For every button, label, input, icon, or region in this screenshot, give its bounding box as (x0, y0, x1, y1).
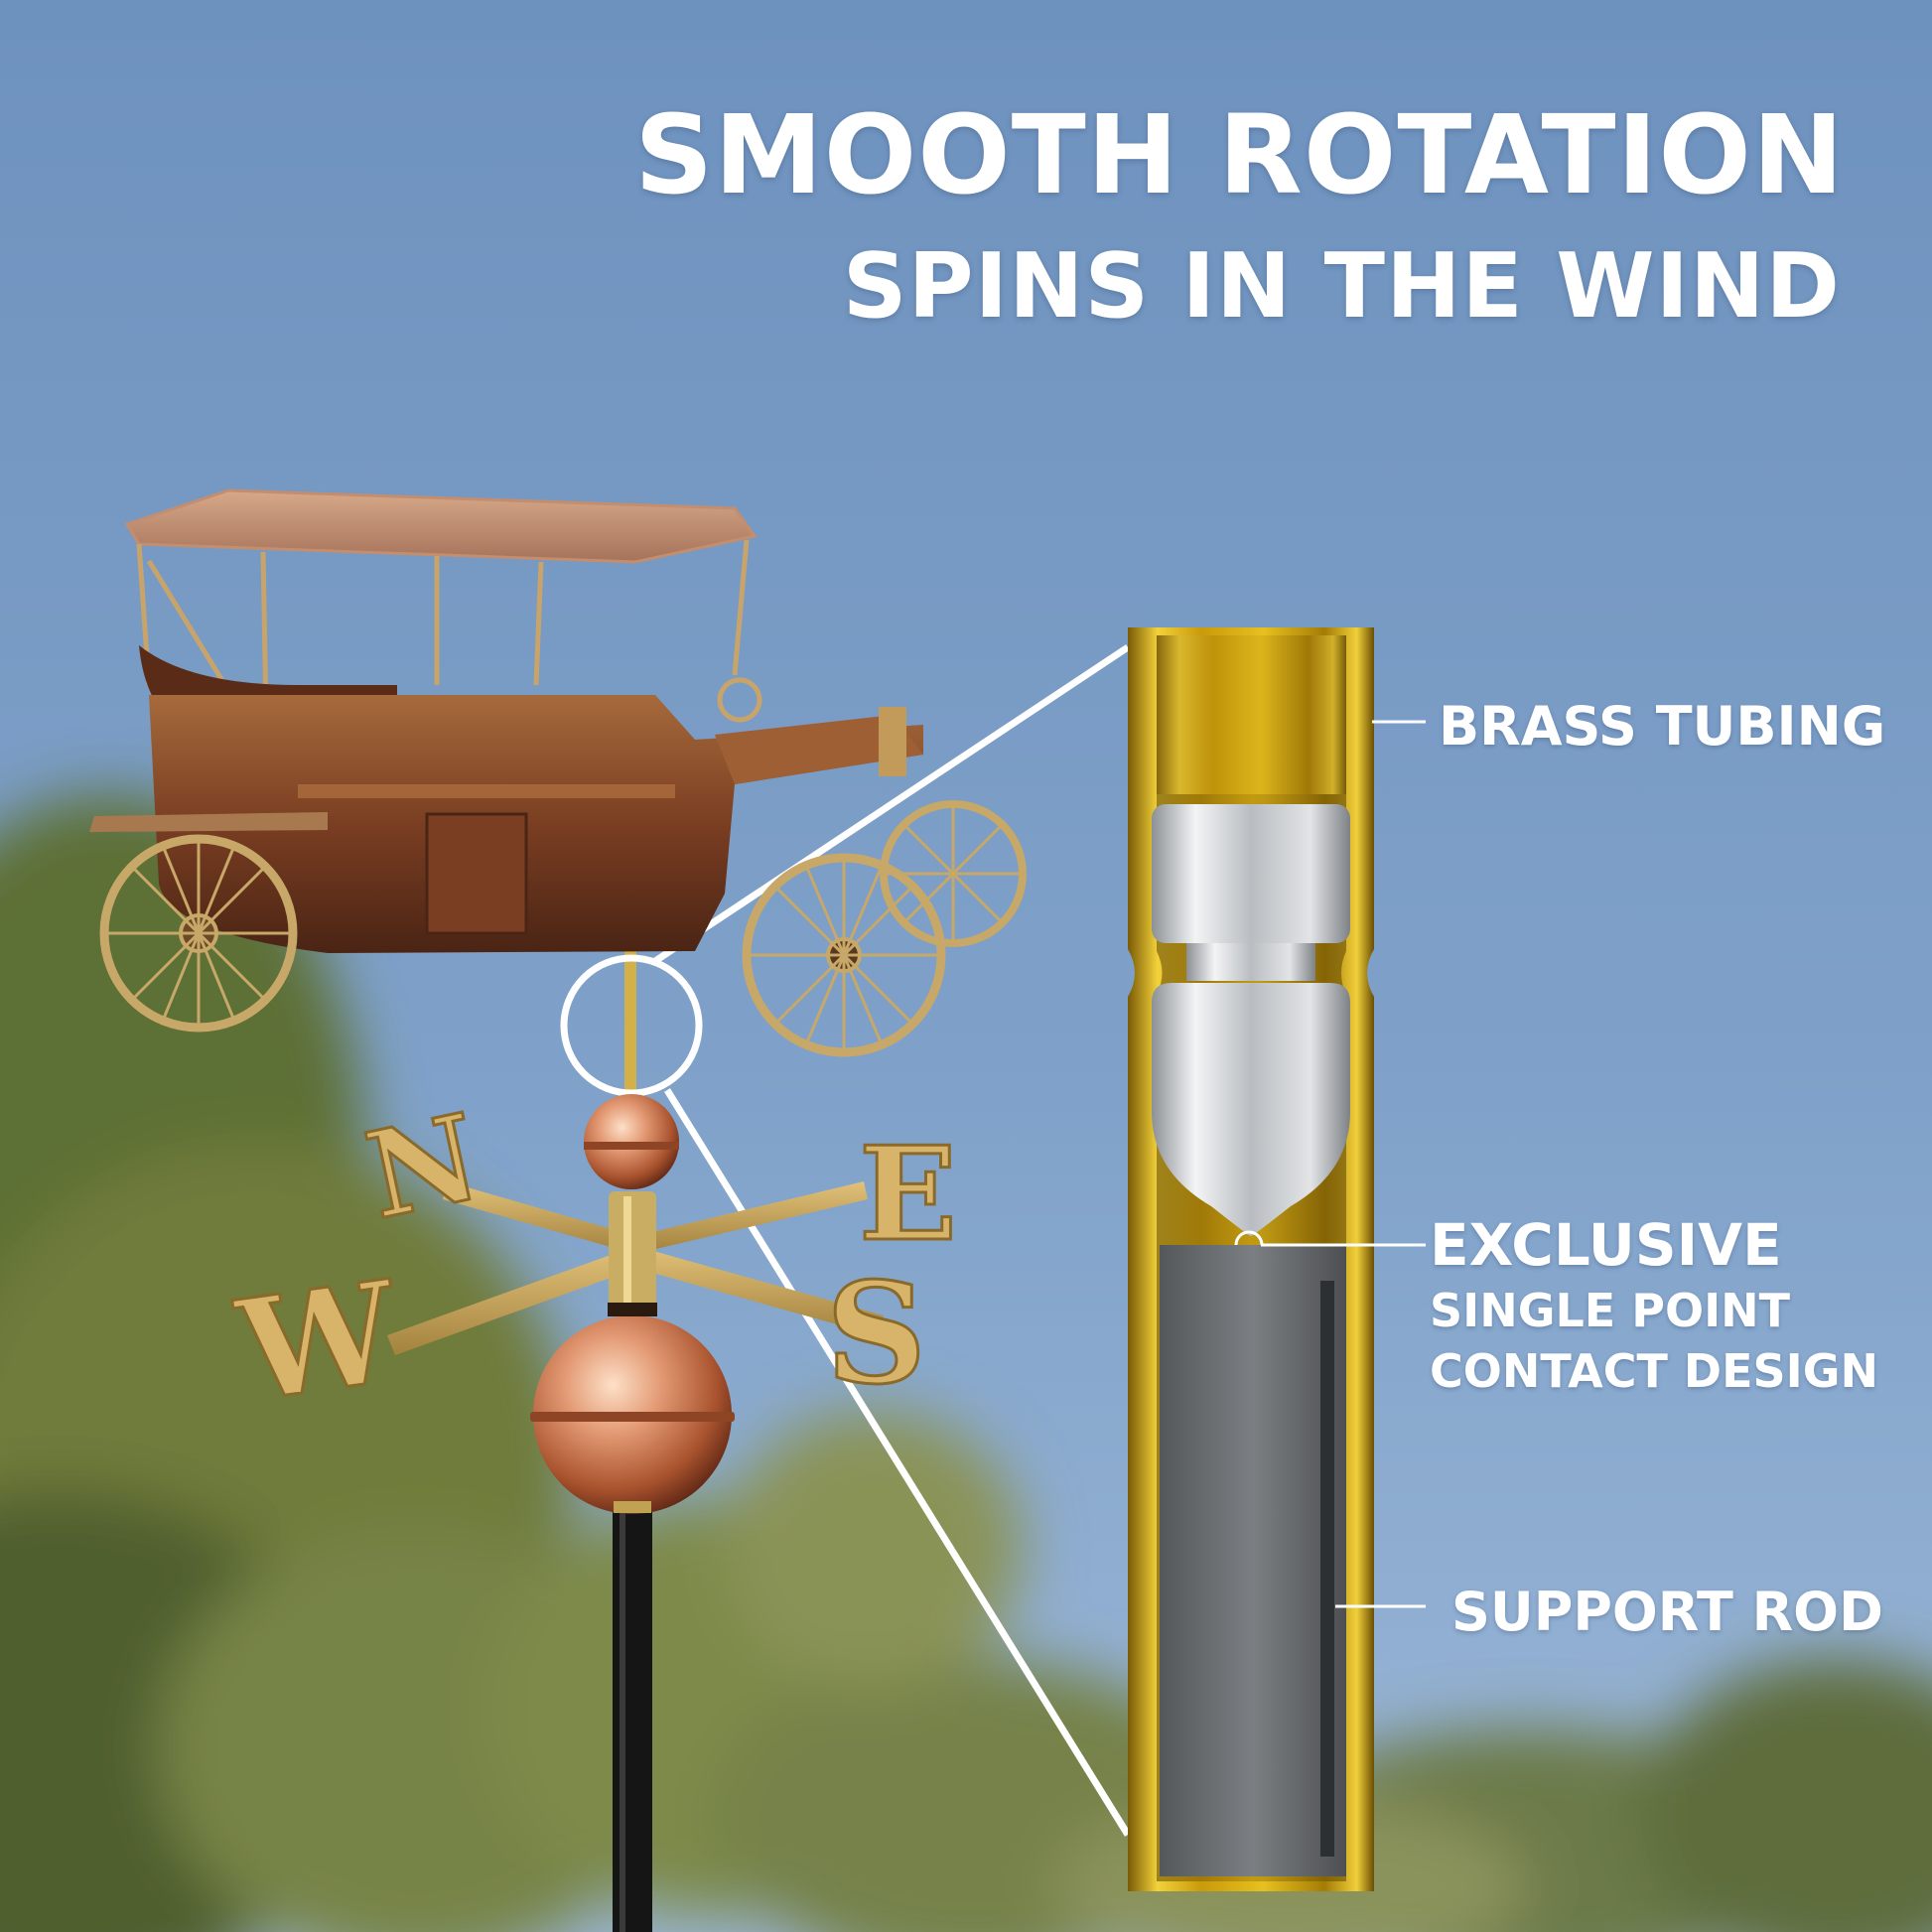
exclusive-label: EXCLUSIVE (1430, 1211, 1782, 1279)
compass-arms (387, 1181, 884, 1355)
car-wheel-front (742, 853, 946, 1057)
support-rod-label: SUPPORT ROD (1451, 1581, 1883, 1643)
vane-post (613, 1509, 652, 1932)
compass-south-letter: S (826, 1253, 926, 1416)
blurred-trees (0, 794, 1932, 1932)
single-point-label: SINGLE POINT (1430, 1284, 1791, 1337)
large-copper-ball (530, 1303, 735, 1514)
headline-title: SMOOTH ROTATION (634, 91, 1845, 218)
car-wheel-rear (99, 834, 298, 1033)
antique-car (89, 488, 923, 953)
leader-line-top (653, 644, 1130, 964)
magnifier-circle (560, 954, 703, 1097)
compass-west-letter: W (227, 1251, 408, 1435)
support-rod (1160, 1245, 1346, 1876)
compass-east-letter: E (859, 1118, 957, 1270)
contact-design-label: CONTACT DESIGN (1430, 1344, 1879, 1398)
car-wheel-front-far (880, 800, 1027, 947)
cutaway-tube (1128, 627, 1374, 1891)
compass-hub (609, 1191, 656, 1311)
small-copper-ball (584, 1094, 679, 1189)
brass-tubing-label: BRASS TUBING (1439, 695, 1886, 758)
headline-subtitle: SPINS IN THE WIND (842, 234, 1841, 339)
steel-bearing (1152, 804, 1350, 1260)
